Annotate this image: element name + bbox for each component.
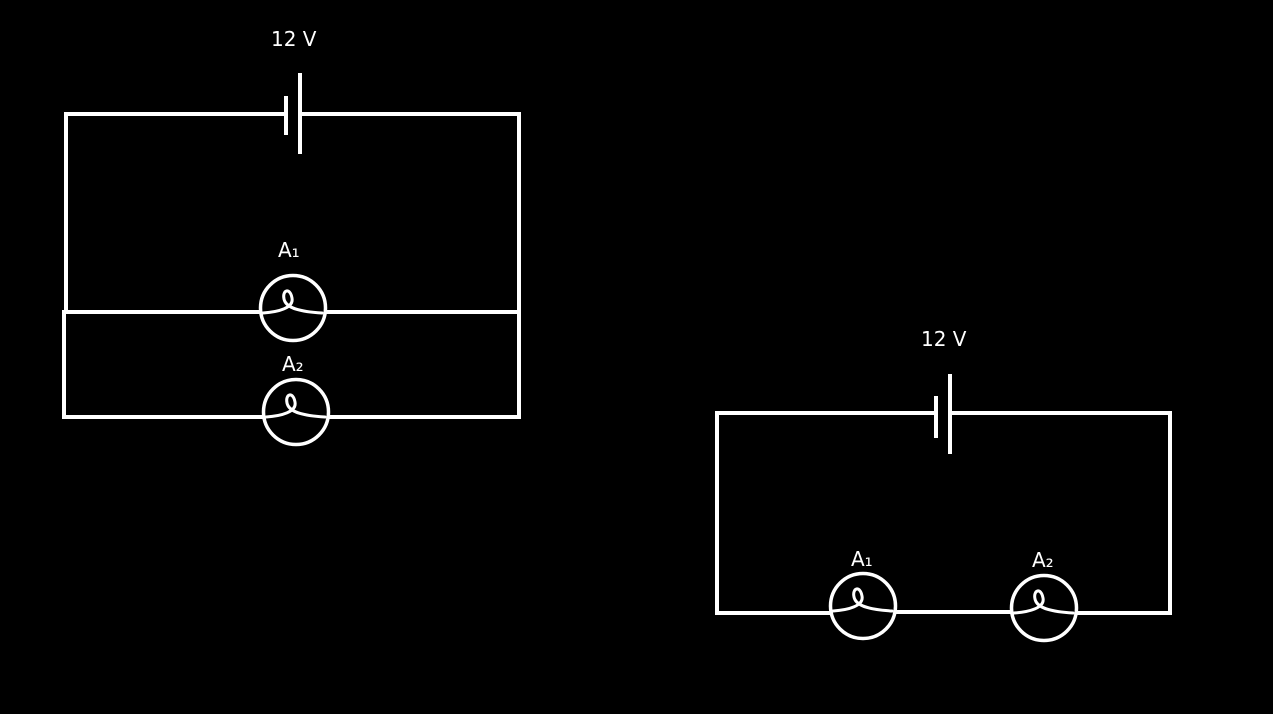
filament-icon — [1012, 589, 1075, 615]
filament-icon — [261, 289, 324, 315]
parallel-battery-label: 12 V — [271, 27, 317, 51]
bulb-a1-parallel — [258, 273, 328, 343]
bulb-a2-series-label: A₂ — [1032, 548, 1054, 572]
filament-icon — [831, 587, 894, 613]
bulb-a2-parallel-label: A₂ — [282, 352, 304, 376]
series-top-wire-left — [715, 411, 938, 615]
series-top-wire-right — [948, 411, 1172, 615]
parallel-top-wire-left — [64, 112, 288, 314]
filament-icon — [264, 393, 327, 419]
series-battery-label: 12 V — [921, 327, 967, 351]
bulb-a2-parallel — [261, 377, 331, 447]
bulb-a1-parallel-label: A₁ — [278, 238, 300, 262]
bulb-a1-series — [828, 571, 898, 641]
parallel-branch-lower-wire — [62, 310, 521, 419]
bulb-a1-series-label: A₁ — [851, 547, 873, 571]
parallel-top-wire-right — [298, 112, 521, 314]
parallel-battery — [284, 73, 302, 154]
parallel-circuit: 12 V A₁ A₂ — [62, 27, 521, 447]
series-battery — [934, 374, 952, 454]
bulb-a2-series — [1009, 573, 1079, 643]
series-circuit: 12 V A₁ A₂ — [715, 327, 1172, 643]
